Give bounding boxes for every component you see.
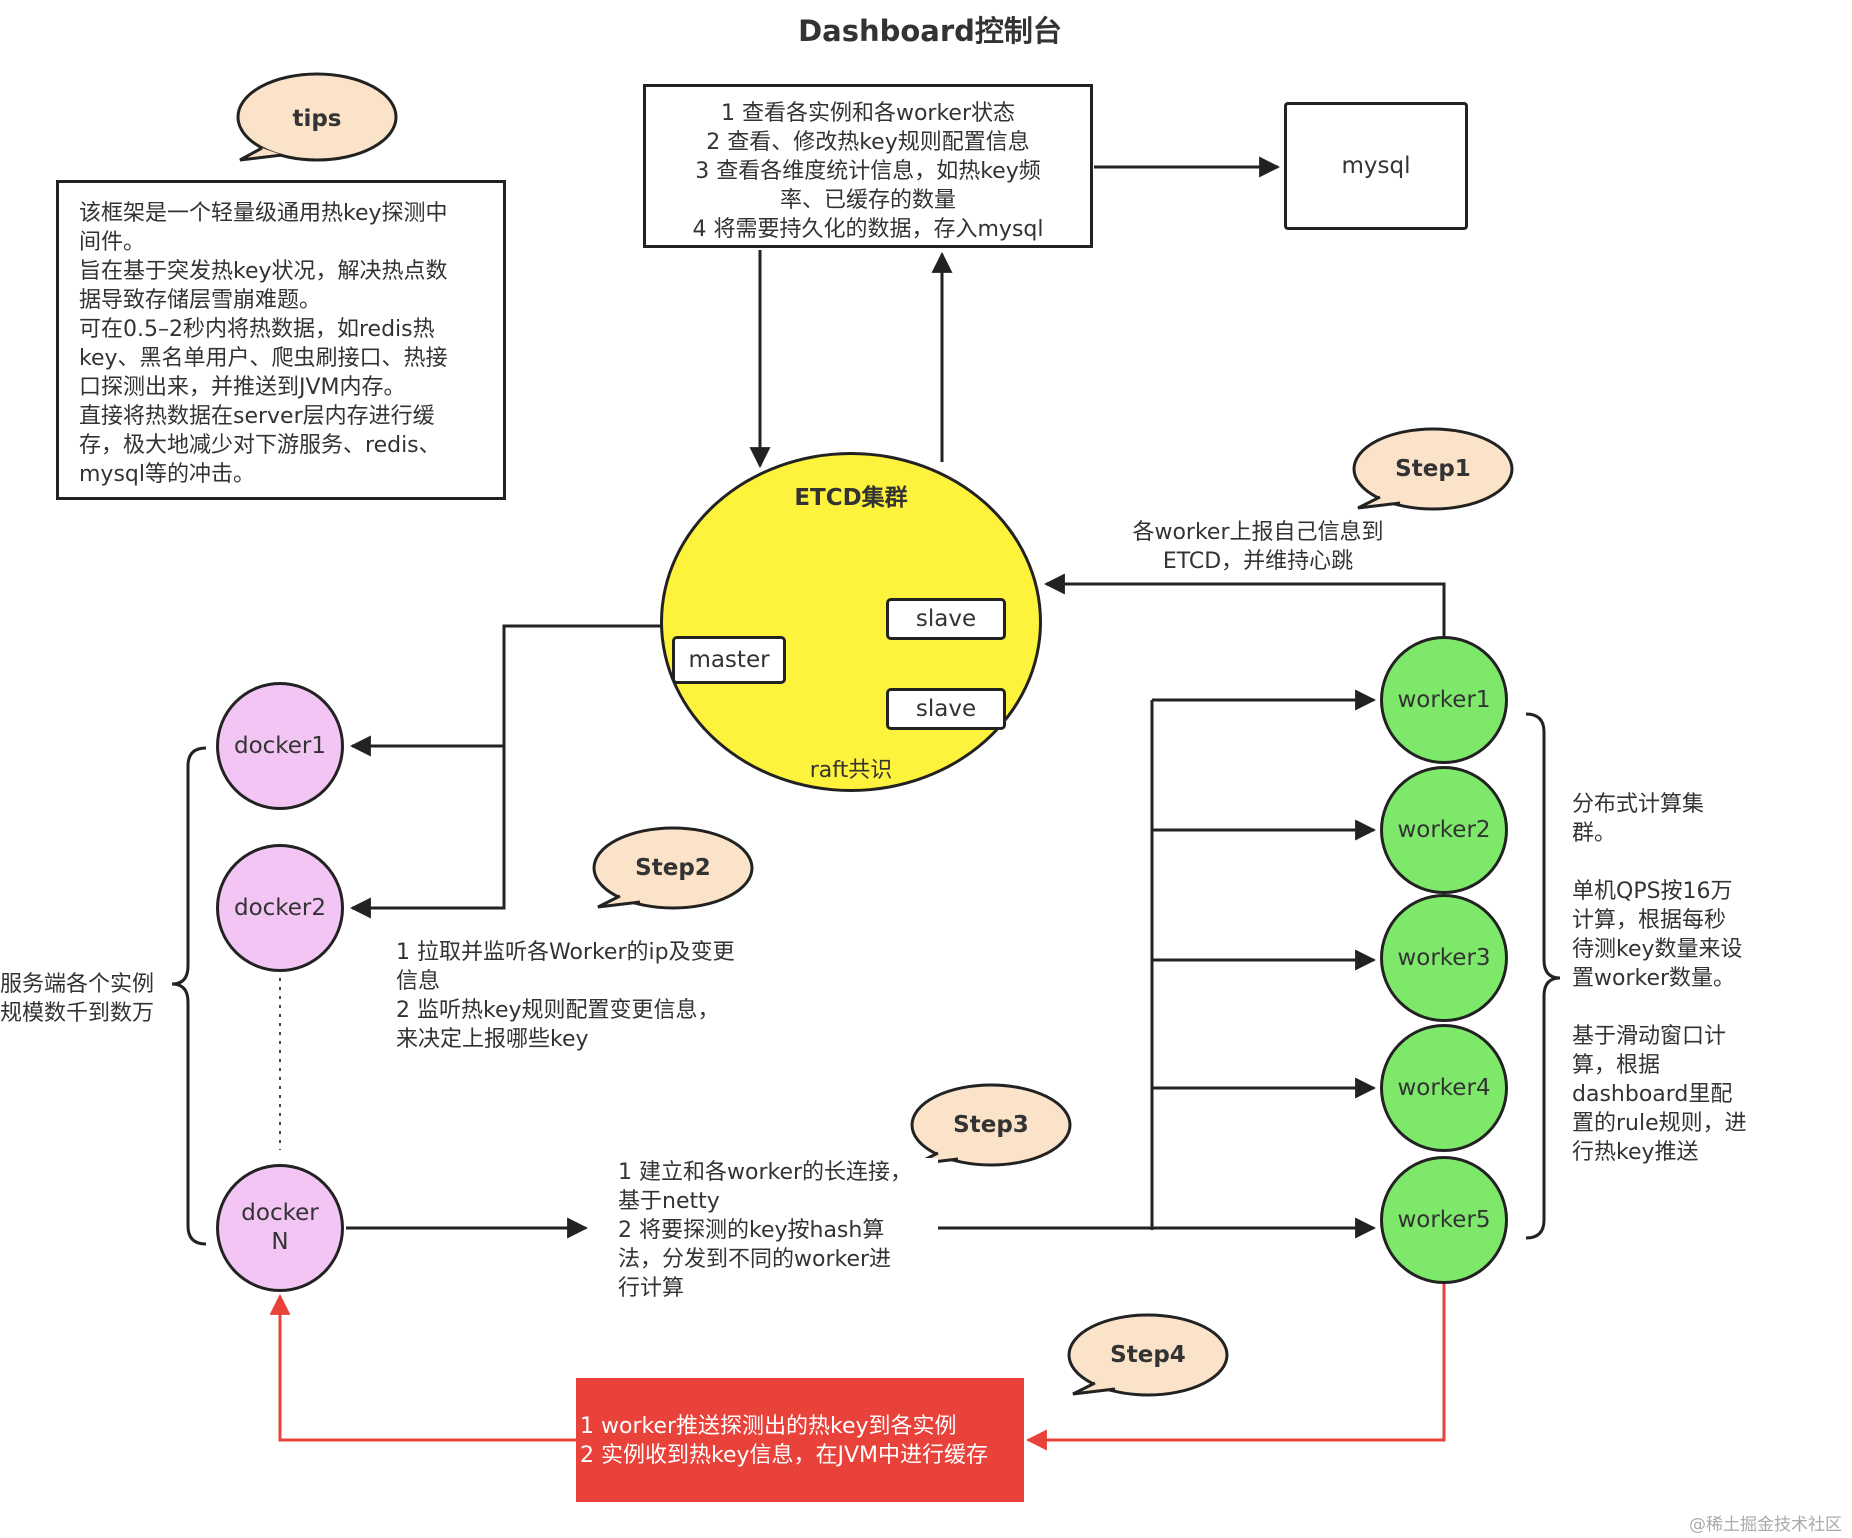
step1-bubble-shape <box>1352 427 1514 511</box>
tips-line: 间件。 <box>79 230 146 255</box>
worker3-label: worker3 <box>1397 944 1491 971</box>
step3-text: 1 建立和各worker的长连接， 基于netty 2 将要探测的key按has… <box>618 1158 938 1303</box>
tips-bubble: tips <box>292 106 342 132</box>
step2-bubble-shape <box>592 826 754 910</box>
tips-line: key、黑名单用户、爬虫刷接口、热接 <box>79 346 448 371</box>
master-label: master <box>688 647 770 673</box>
mysql-box: mysql <box>1284 102 1468 230</box>
etcd-to-docker2-arrow <box>349 624 662 919</box>
docker1-node: docker1 <box>216 682 344 810</box>
right-note-line: 置的rule规则，进 <box>1572 1111 1747 1136</box>
tips-line: 口探测出来，并推送到JVM内存。 <box>79 375 406 400</box>
worker3-node: worker3 <box>1380 894 1508 1022</box>
tips-line: mysql等的冲击。 <box>79 462 255 487</box>
worker2-node: worker2 <box>1380 766 1508 894</box>
dockerN-node: docker N <box>216 1164 344 1292</box>
right-note-line: 单机QPS按16万 <box>1572 879 1733 904</box>
right-note-line: 群。 <box>1572 821 1617 846</box>
tips-bubble-shape <box>236 72 398 162</box>
tips-line: 存，极大地减少对下游服务、redis、 <box>79 433 441 458</box>
slave-node: slave <box>886 688 1006 730</box>
worker2-label: worker2 <box>1397 816 1491 843</box>
right-note-line: 计算，根据每秒 <box>1572 908 1727 933</box>
mysql-label: mysql <box>1341 153 1411 179</box>
slave-label: slave <box>915 606 977 632</box>
step1-bubble: Step1 <box>1395 456 1471 482</box>
dashboard-line: 4 将需要持久化的数据，存入mysql <box>692 217 1044 242</box>
right-note-line: 行热key推送 <box>1572 1140 1699 1165</box>
watermark: @稀土掘金技术社区 <box>1689 1515 1842 1535</box>
master-node: master <box>672 636 786 684</box>
slave-label: slave <box>915 696 977 722</box>
tips-line: 直接将热数据在server层内存进行缓 <box>79 404 435 429</box>
step3-line: 1 建立和各worker的长连接， <box>618 1160 913 1185</box>
docker-brace <box>171 746 207 1246</box>
step4-to-dockerN-arrow <box>269 1293 576 1442</box>
step1-line: ETCD，并维持心跳 <box>1162 549 1354 574</box>
docker1-label: docker1 <box>233 732 327 759</box>
tips-box: 该框架是一个轻量级通用热key探测中 间件。 旨在基于突发热key状况，解决热点… <box>56 180 506 500</box>
dashboard-line: 3 查看各维度统计信息，如热key频 <box>695 159 1041 184</box>
step1-text: 各worker上报自己信息到 ETCD，并维持心跳 <box>1118 518 1398 576</box>
tips-line: 据导致存储层雪崩难题。 <box>79 288 322 313</box>
docker2-node: docker2 <box>216 844 344 972</box>
step3-line: 2 将要探测的key按hash算 <box>618 1218 885 1243</box>
tips-line: 旨在基于突发热key状况，解决热点数 <box>79 259 448 284</box>
worker1-node: worker1 <box>1380 636 1508 764</box>
right-note-line: 基于滑动窗口计 <box>1572 1024 1727 1049</box>
right-note-line: dashboard里配 <box>1572 1082 1733 1107</box>
step4-bubble-shape <box>1067 1313 1229 1397</box>
step2-bubble: Step2 <box>635 855 711 881</box>
tips-line: 可在0.5–2秒内将热数据，如redis热 <box>79 317 435 342</box>
page-title: Dashboard控制台 <box>798 14 1062 48</box>
dockerN-label-line: N <box>271 1229 289 1255</box>
worker-brace <box>1525 712 1561 1240</box>
step3-line: 基于netty <box>618 1189 720 1214</box>
step3-line: 行计算 <box>618 1276 685 1301</box>
right-note-line: 分布式计算集 <box>1572 792 1705 817</box>
raft-label: raft共识 <box>809 758 893 783</box>
step4-line: 1 worker推送探测出的热key到各实例 <box>580 1414 957 1439</box>
right-note: 分布式计算集 群。 单机QPS按16万 计算，根据每秒 待测key数量来设 置w… <box>1572 790 1772 1167</box>
step4-line: 2 实例收到热key信息，在JVM中进行缓存 <box>580 1443 989 1468</box>
worker-to-etcd-arrow <box>1043 573 1446 636</box>
right-note-line: 置worker数量。 <box>1572 966 1736 991</box>
step4-bubble: Step4 <box>1110 1342 1186 1368</box>
step2-line: 信息 <box>396 969 441 994</box>
step3-bubble: Step3 <box>953 1112 1029 1138</box>
left-note-line: 规模数千到数万 <box>0 1001 155 1026</box>
step1-line: 各worker上报自己信息到 <box>1132 520 1384 545</box>
dashboard-box: 1 查看各实例和各worker状态 2 查看、修改热key规则配置信息 3 查看… <box>643 84 1093 248</box>
step2-line: 1 拉取并监听各Worker的ip及变更 <box>396 940 735 965</box>
step2-line: 2 监听热key规则配置变更信息， <box>396 998 720 1023</box>
worker-to-step4-arrow <box>1025 1282 1446 1451</box>
dockerN-label-line: docker <box>241 1200 319 1226</box>
worker4-node: worker4 <box>1380 1024 1508 1152</box>
left-note-line: 服务端各个实例 <box>0 972 155 997</box>
left-note: 服务端各个实例 规模数千到数万 <box>0 970 160 1028</box>
worker5-label: worker5 <box>1397 1206 1491 1233</box>
worker4-label: worker4 <box>1397 1074 1491 1101</box>
slave-node: slave <box>886 598 1006 640</box>
right-note-line: 算，根据 <box>1572 1053 1661 1078</box>
tips-line: 该框架是一个轻量级通用热key探测中 <box>79 201 448 226</box>
dashboard-line: 率、已缓存的数量 <box>779 188 956 213</box>
right-note-line: 待测key数量来设 <box>1572 937 1743 962</box>
etcd-title: ETCD集群 <box>794 485 908 511</box>
step2-line: 来决定上报哪些key <box>396 1027 589 1052</box>
docker2-label: docker2 <box>233 894 327 921</box>
step4-box: 1 worker推送探测出的热key到各实例 2 实例收到热key信息，在JVM… <box>576 1378 1024 1502</box>
dashboard-line: 1 查看各实例和各worker状态 <box>720 101 1016 126</box>
worker1-label: worker1 <box>1397 686 1491 713</box>
worker5-node: worker5 <box>1380 1156 1508 1284</box>
step2-text: 1 拉取并监听各Worker的ip及变更 信息 2 监听热key规则配置变更信息… <box>396 938 776 1054</box>
dashboard-line: 2 查看、修改热key规则配置信息 <box>706 130 1030 155</box>
step3-line: 法，分发到不同的worker进 <box>618 1247 892 1272</box>
